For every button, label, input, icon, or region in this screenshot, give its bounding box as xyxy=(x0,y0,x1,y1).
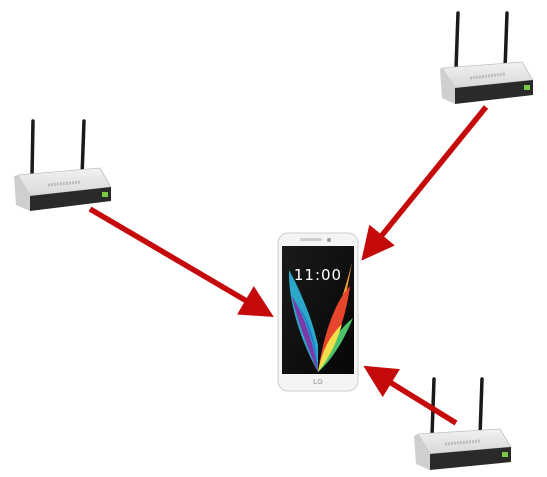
antenna-right-1 xyxy=(454,11,460,71)
phone-camera xyxy=(327,238,331,242)
router-top-right xyxy=(440,11,534,104)
phone-brand: LG xyxy=(313,379,323,386)
router-bottom-right xyxy=(414,377,512,470)
antenna-left-2 xyxy=(80,119,86,178)
arrow-bottom-right-to-phone xyxy=(363,365,458,426)
phone-clock: 11:00 xyxy=(294,266,342,284)
antenna-bottom-2 xyxy=(478,377,484,438)
smartphone: 11:00 LG xyxy=(277,232,359,392)
router-left xyxy=(14,119,112,211)
arrow-left-to-phone xyxy=(88,206,274,317)
phone-speaker xyxy=(300,238,322,241)
arrow-top-right-to-phone xyxy=(361,105,489,261)
antenna-left-1 xyxy=(30,119,35,178)
antenna-right-2 xyxy=(503,11,509,71)
